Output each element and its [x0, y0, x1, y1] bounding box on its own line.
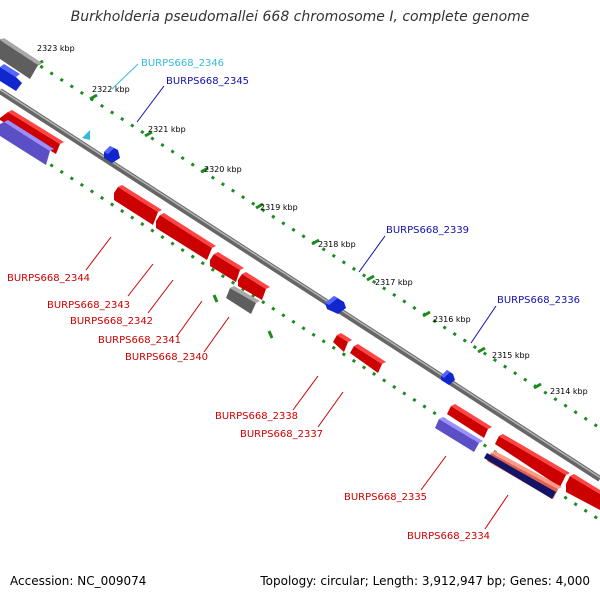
tick-label-2318: 2318 kbp — [318, 240, 356, 249]
feature-red-2343[interactable] — [156, 213, 216, 260]
sequence-axis-highlight — [0, 88, 600, 479]
tick-label-2319: 2319 kbp — [260, 203, 298, 212]
feature-red-2344[interactable] — [114, 185, 162, 225]
map-title: Burkholderia pseudomallei 668 chromosome… — [70, 9, 530, 25]
feature-red-2335-upper[interactable] — [447, 404, 492, 438]
gene-label-2343[interactable]: BURPS668_2343 — [47, 300, 130, 311]
feature-blue-topleft[interactable] — [0, 64, 22, 91]
tick-label-2316: 2316 kbp — [433, 315, 471, 324]
feature-grey-2340[interactable] — [226, 286, 260, 314]
label-leaders-top — [111, 63, 497, 344]
gene-label-2334[interactable]: BURPS668_2334 — [407, 531, 490, 542]
feature-rna-2346[interactable] — [82, 130, 90, 140]
gene-label-2341[interactable]: BURPS668_2341 — [98, 335, 181, 346]
feature-red-2334[interactable] — [495, 434, 570, 487]
feature-dark-2334[interactable] — [484, 453, 556, 499]
tick-label-2320: 2320 kbp — [204, 165, 242, 174]
tick-label-2314: 2314 kbp — [550, 387, 588, 396]
feature-blue-2339[interactable] — [325, 296, 346, 314]
feature-red-2338[interactable] — [333, 333, 352, 352]
feature-red-right-edge[interactable] — [566, 474, 600, 510]
tick-label-2323: 2323 kbp — [37, 44, 75, 53]
tick-label-2322: 2322 kbp — [92, 85, 130, 94]
tick-label-2315: 2315 kbp — [492, 351, 530, 360]
feature-pseudo-2335[interactable] — [435, 417, 483, 452]
label-leaders-bottom — [85, 236, 509, 530]
feature-grey-topleft[interactable] — [0, 38, 42, 79]
feature-pseudo-left[interactable] — [0, 120, 54, 165]
lower-tick-marks — [212, 294, 274, 339]
feature-red-2342[interactable] — [210, 252, 244, 282]
gene-label-2339[interactable]: BURPS668_2339 — [386, 225, 469, 236]
feature-blue-2336[interactable] — [441, 370, 455, 385]
feature-blue-2345[interactable] — [104, 146, 120, 163]
gene-label-2337[interactable]: BURPS668_2337 — [240, 429, 323, 440]
accession-text: Accession: NC_009074 — [10, 574, 147, 588]
feature-red-2337[interactable] — [350, 344, 386, 373]
gene-label-2344[interactable]: BURPS668_2344 — [7, 273, 90, 284]
kbp-tick-marks — [35, 59, 542, 390]
topology-text: Topology: circular; Length: 3,912,947 bp… — [260, 574, 590, 588]
gene-label-2342[interactable]: BURPS668_2342 — [70, 316, 153, 327]
gene-label-2335[interactable]: BURPS668_2335 — [344, 492, 427, 503]
tick-label-2317: 2317 kbp — [375, 278, 413, 287]
gene-label-2345[interactable]: BURPS668_2345 — [166, 76, 249, 87]
feature-red-2341[interactable] — [238, 272, 270, 300]
tick-label-2321: 2321 kbp — [148, 125, 186, 134]
gene-label-2338[interactable]: BURPS668_2338 — [215, 411, 298, 422]
gene-label-2336[interactable]: BURPS668_2336 — [497, 295, 580, 306]
sequence-axis — [0, 88, 600, 482]
gene-label-2340[interactable]: BURPS668_2340 — [125, 352, 208, 363]
gene-label-2346[interactable]: BURPS668_2346 — [141, 58, 224, 69]
